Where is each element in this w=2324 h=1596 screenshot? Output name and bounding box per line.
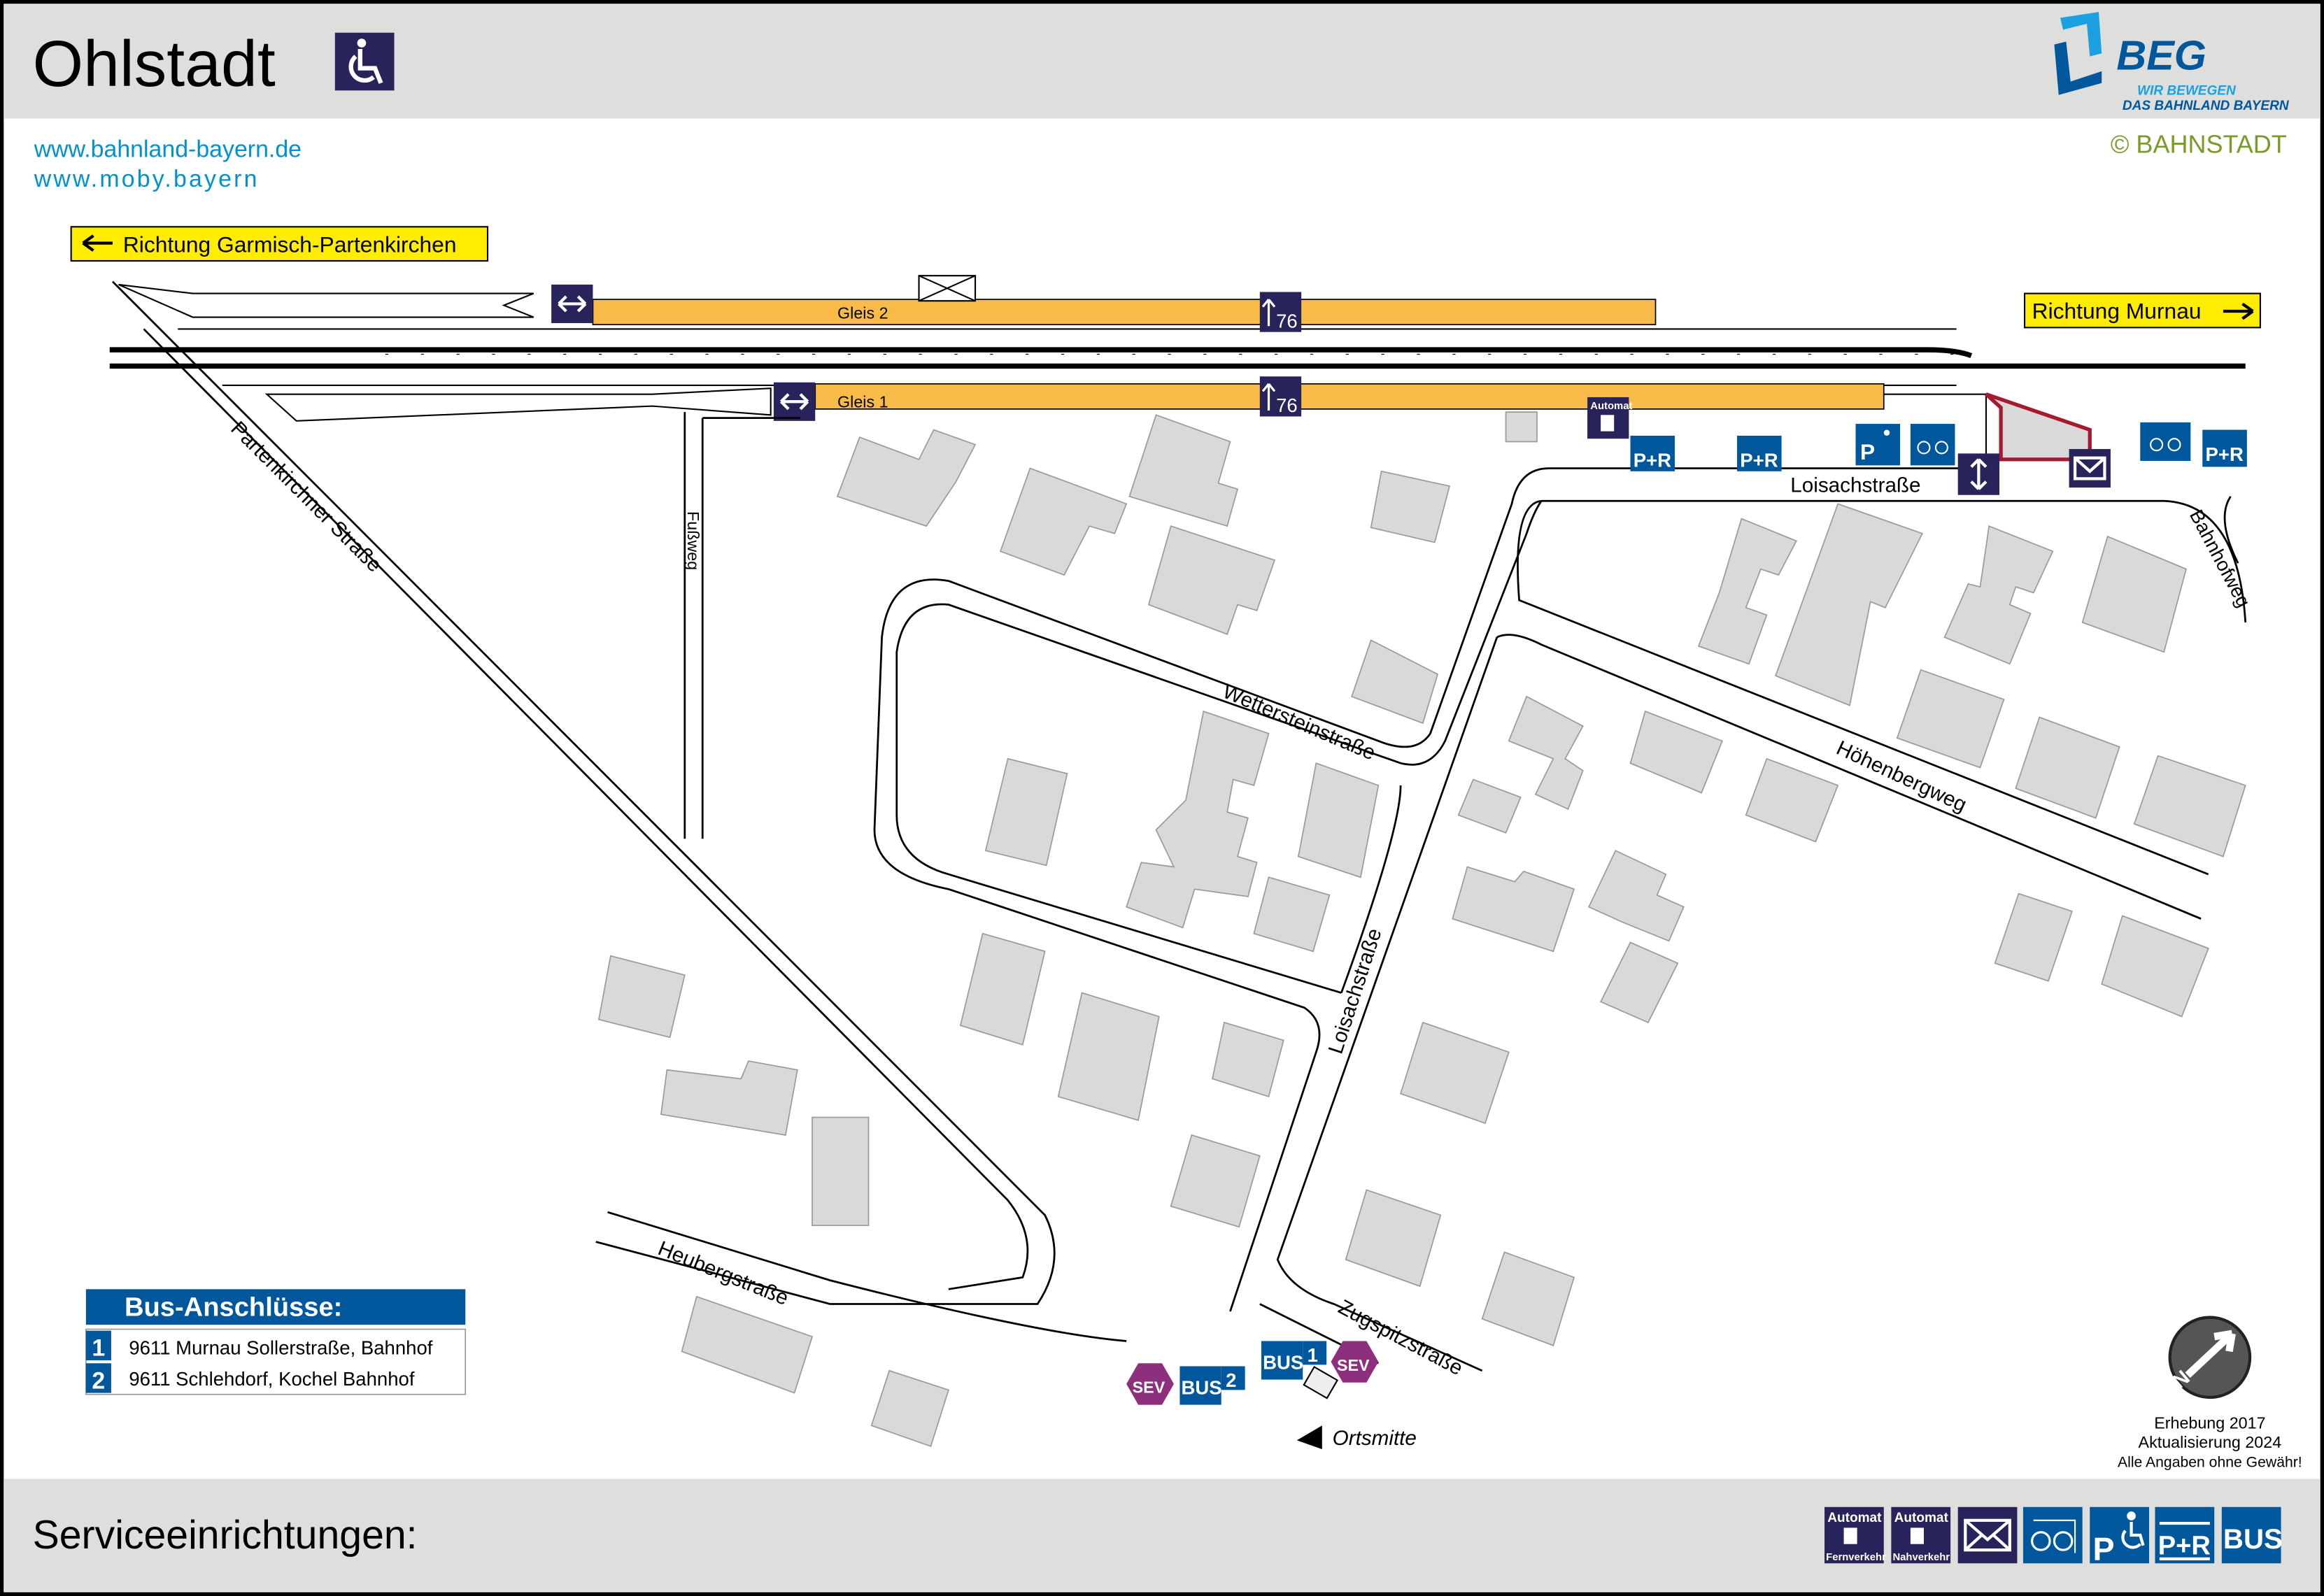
bike-parking-sign-2 — [2140, 422, 2191, 462]
svg-text:Fernverkehr: Fernverkehr — [1826, 1552, 1886, 1563]
svg-text:P+R: P+R — [1740, 449, 1778, 471]
bus-icon: BUS — [2221, 1506, 2283, 1564]
arrow-right-icon — [2223, 302, 2254, 320]
exit-distance-gleis-1: 76 — [1259, 376, 1302, 417]
label-ortsmitte: Ortsmitte — [1333, 1427, 1417, 1450]
station-title: Ohlstadt — [33, 27, 276, 100]
svg-text:76: 76 — [1276, 310, 1298, 332]
svg-text:BUS: BUS — [2223, 1523, 2283, 1555]
copyright-bahnstadt: © BAHNSTADT — [2111, 129, 2287, 158]
street-loisach-north: Loisachstraße — [1790, 474, 1920, 497]
svg-text:Gleis 2: Gleis 2 — [837, 304, 888, 322]
svg-text:BEG: BEG — [2116, 32, 2206, 79]
platform-access-sign-gleis-2 — [551, 284, 593, 323]
svg-text:DAS BAHNLAND BAYERN: DAS BAHNLAND BAYERN — [2123, 99, 2290, 113]
station-building — [1985, 392, 2092, 462]
direction-west: Richtung Garmisch-Partenkirchen — [70, 226, 489, 262]
disabled-parking-sign: P — [1855, 424, 1901, 466]
sev-stop-sign-1: SEV — [1331, 1341, 1379, 1383]
elevator-access-sign — [1957, 453, 2000, 495]
bike-parking-sign-1 — [1910, 424, 1955, 466]
park-and-ride-sign-2: P+R — [1737, 435, 1782, 471]
svg-text:Automat: Automat — [1590, 401, 1632, 412]
bus-connections-box: Bus-Anschlüsse: 1 9611 Murnau Sollerstra… — [85, 1289, 467, 1395]
mailbox-sign — [2069, 449, 2111, 488]
disclaimer: Alle Angaben ohne Gewähr! — [2118, 1455, 2302, 1471]
svg-text:P: P — [2092, 1531, 2114, 1567]
svg-text:Nahverkehr: Nahverkehr — [1892, 1552, 1950, 1563]
bus-shelter — [1303, 1365, 1339, 1399]
svg-text:BUS: BUS — [1182, 1377, 1222, 1399]
survey-year: Erhebung 2017 — [2154, 1413, 2265, 1432]
svg-text:WIR BEWEGEN: WIR BEWEGEN — [2137, 84, 2237, 99]
platform-gleis-1: Gleis 1 — [264, 383, 1988, 459]
exit-distance-gleis-2: 76 — [1259, 292, 1302, 332]
bus-connections-title: Bus-Anschlüsse: — [125, 1292, 342, 1322]
park-and-ride-sign-1: P+R — [1630, 435, 1675, 471]
platform-access-sign-gleis-1 — [773, 382, 816, 421]
svg-text:Gleis 1: Gleis 1 — [837, 393, 888, 411]
platform-gleis-2: Gleis 2 — [118, 275, 1657, 325]
park-and-ride-sign-3: P+R — [2202, 429, 2247, 467]
svg-text:2: 2 — [92, 1367, 105, 1394]
arrow-left-icon — [82, 234, 113, 252]
roads — [112, 280, 2247, 1372]
svg-text:BUS: BUS — [1263, 1352, 1303, 1374]
compass: N — [2168, 1316, 2252, 1399]
svg-text:Automat: Automat — [1894, 1511, 1949, 1525]
svg-text:1: 1 — [1308, 1344, 1318, 1366]
svg-text:1: 1 — [92, 1335, 105, 1362]
bike-parking-icon — [2022, 1506, 2083, 1564]
svg-text:P+R: P+R — [1634, 449, 1671, 471]
svg-text:76: 76 — [1276, 394, 1298, 416]
ticket-machine-sign: Automat — [1587, 397, 1632, 439]
footer-title: Serviceeinrichtungen: — [33, 1513, 418, 1558]
bus-connection-row: 9611 Murnau Sollerstraße, Bahnhof — [129, 1337, 432, 1359]
svg-text:Richtung Murnau: Richtung Murnau — [2032, 299, 2202, 324]
svg-text:P+R: P+R — [2158, 1531, 2211, 1561]
bus-connection-row: 9611 Schlehdorf, Kochel Bahnhof — [129, 1368, 415, 1390]
sev-stop-sign-2: SEV — [1126, 1363, 1174, 1405]
direction-east: Richtung Murnau — [2023, 292, 2261, 329]
link-bahnland-bayern[interactable]: www.bahnland-bayern.de — [34, 136, 302, 163]
park-and-ride-icon: P+R — [2155, 1506, 2215, 1564]
svg-text:Automat: Automat — [1827, 1511, 1882, 1525]
svg-text:SEV: SEV — [1337, 1356, 1370, 1374]
arrow-ortsmitte-icon — [1296, 1425, 1322, 1450]
update-year: Aktualisierung 2024 — [2139, 1433, 2282, 1451]
buildings — [597, 411, 2246, 1447]
svg-text:P+R: P+R — [2206, 443, 2244, 465]
svg-text:SEV: SEV — [1133, 1378, 1165, 1397]
mailbox-icon — [1957, 1506, 2018, 1564]
svg-text:P: P — [1860, 439, 1875, 464]
street-fussweg: Fußweg — [684, 511, 702, 570]
disabled-parking-icon: P — [2090, 1506, 2150, 1567]
svg-text:2: 2 — [1226, 1369, 1236, 1391]
svg-text:Richtung Garmisch-Partenkirche: Richtung Garmisch-Partenkirchen — [123, 231, 457, 257]
link-moby-bayern[interactable]: www.moby.bayern — [34, 166, 260, 192]
beg-logo: BEG WIR BEWEGEN DAS BAHNLAND BAYERN — [2054, 12, 2290, 113]
wheelchair-icon — [334, 32, 395, 91]
